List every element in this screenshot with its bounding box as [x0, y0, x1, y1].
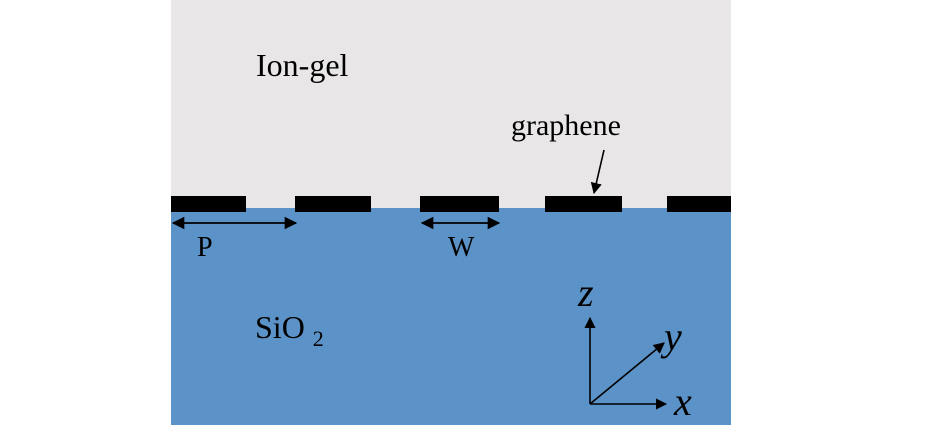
x-axis-label: x — [673, 379, 692, 424]
graphene-label: graphene — [511, 109, 621, 142]
graphene-pointer-arrow — [590, 149, 605, 195]
graphene-strip — [545, 196, 622, 212]
y-axis-arrow — [589, 342, 665, 405]
sio2-substrate-region — [171, 208, 731, 425]
y-axis-label: y — [660, 314, 682, 359]
graphene-strip — [171, 196, 246, 212]
width-label: W — [448, 232, 475, 263]
z-axis-label: z — [577, 270, 594, 315]
coordinate-axes: z y x — [577, 270, 692, 424]
ion-gel-label: Ion-gel — [256, 47, 349, 83]
graphene-strip — [667, 196, 731, 212]
sio2-label-base: SiO — [255, 309, 305, 345]
sio2-label-subscript: 2 — [313, 326, 324, 351]
ion-gel-region — [171, 0, 731, 208]
graphene-strip — [420, 196, 499, 212]
sio2-label: SiO 2 — [255, 309, 324, 351]
period-label: P — [197, 232, 213, 263]
graphene-strips — [171, 196, 731, 212]
graphene-strip — [295, 196, 371, 212]
